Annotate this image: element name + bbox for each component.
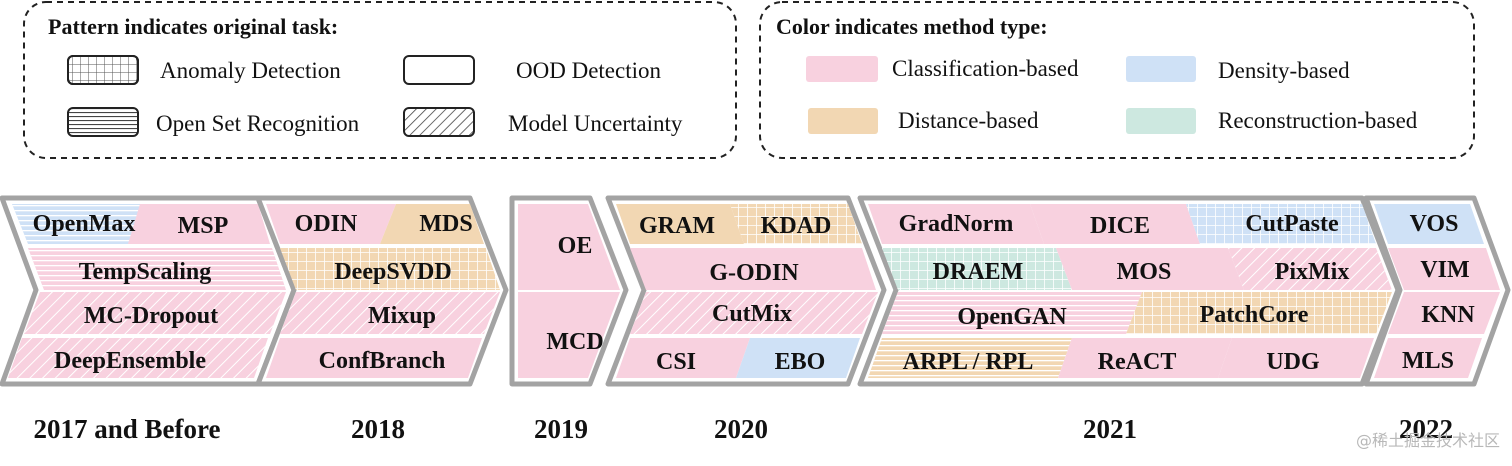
- legend-item-label: Classification-based: [892, 56, 1079, 81]
- chevron-2021: GradNorm DICE CutPaste DRAEM MOS PixMix …: [857, 195, 1401, 387]
- method-label: DeepSVDD: [334, 259, 451, 285]
- legend-item-label: Distance-based: [898, 108, 1039, 133]
- legend-item-label: Open Set Recognition: [156, 111, 360, 136]
- method-label: VIM: [1420, 257, 1469, 283]
- method-label: DICE: [1090, 213, 1150, 239]
- method-label: MDS: [419, 211, 472, 237]
- method-label: OpenMax: [33, 211, 136, 237]
- method-label: GRAM: [639, 213, 715, 239]
- year-label: 2020: [714, 414, 768, 444]
- method-label: TempScaling: [79, 259, 211, 285]
- method-label: UDG: [1266, 349, 1320, 375]
- legend-item-label: OOD Detection: [516, 58, 661, 83]
- method-label: KNN: [1421, 302, 1475, 328]
- method-label: OE: [558, 233, 593, 259]
- legend-pattern: Pattern indicates original task: Anomaly…: [23, 1, 737, 159]
- method-label: ODIN: [295, 211, 358, 237]
- method-label: KDAD: [761, 213, 832, 239]
- legend-color-title: Color indicates method type:: [776, 14, 1048, 39]
- method-label: CSI: [656, 349, 696, 375]
- method-label: DeepEnsemble: [54, 348, 206, 374]
- year-label: 2017 and Before: [34, 414, 221, 444]
- method-label: PixMix: [1275, 259, 1350, 285]
- method-label: MOS: [1117, 259, 1172, 285]
- year-label: 2022: [1399, 414, 1453, 444]
- year-labels: 2017 and Before 2018 2019 2020 2021 2022: [34, 414, 1454, 444]
- chevron-2019: OE MCD: [509, 195, 629, 387]
- reconstruction-swatch: [1126, 108, 1196, 134]
- method-label: MLS: [1402, 348, 1454, 374]
- method-label: VOS: [1410, 211, 1459, 237]
- method-label: MC-Dropout: [84, 303, 218, 329]
- legend-item-label: Model Uncertainty: [508, 111, 683, 136]
- method-label: MSP: [178, 213, 229, 239]
- method-label: ARPL / RPL: [903, 349, 1034, 375]
- chevron-2018: ODIN MDS DeepSVDD Mixup ConfBranch: [255, 195, 509, 387]
- legend-pattern-title: Pattern indicates original task:: [48, 14, 338, 39]
- classification-swatch: [806, 56, 878, 82]
- year-label: 2021: [1083, 414, 1137, 444]
- legend-item-label: Anomaly Detection: [160, 58, 341, 83]
- method-label: GradNorm: [899, 211, 1014, 237]
- distance-swatch: [808, 108, 878, 134]
- legend-item-label: Reconstruction-based: [1218, 108, 1418, 133]
- legend-color: Color indicates method type: Classificat…: [759, 1, 1475, 159]
- density-swatch: [1126, 56, 1196, 82]
- method-label: ReACT: [1098, 349, 1177, 375]
- chevron-2022: VOS VIM KNN MLS: [1363, 195, 1511, 387]
- method-label: Mixup: [368, 303, 436, 329]
- legend-item-label: Density-based: [1218, 58, 1350, 83]
- diagonal-swatch-icon: [403, 107, 475, 137]
- hlines-swatch-icon: [67, 107, 139, 137]
- method-label: EBO: [775, 349, 826, 375]
- year-label: 2018: [351, 414, 405, 444]
- watermark-text: @稀土掘金技术社区: [1356, 431, 1500, 450]
- method-label: DRAEM: [933, 259, 1024, 285]
- method-label: CutMix: [712, 301, 792, 327]
- year-label: 2019: [534, 414, 588, 444]
- method-label: OpenGAN: [957, 304, 1067, 330]
- method-label: PatchCore: [1200, 302, 1309, 328]
- chevron-2020: GRAM KDAD G-ODIN CutMix CSI EBO: [605, 195, 887, 387]
- method-label: CutPaste: [1245, 211, 1339, 237]
- chevron-2017: OpenMax MSP TempScaling MC-Dropout DeepE…: [0, 195, 297, 387]
- method-label: G-ODIN: [709, 260, 799, 286]
- blank-swatch-icon: [403, 55, 475, 85]
- method-label: ConfBranch: [319, 348, 446, 374]
- method-label: MCD: [546, 329, 603, 355]
